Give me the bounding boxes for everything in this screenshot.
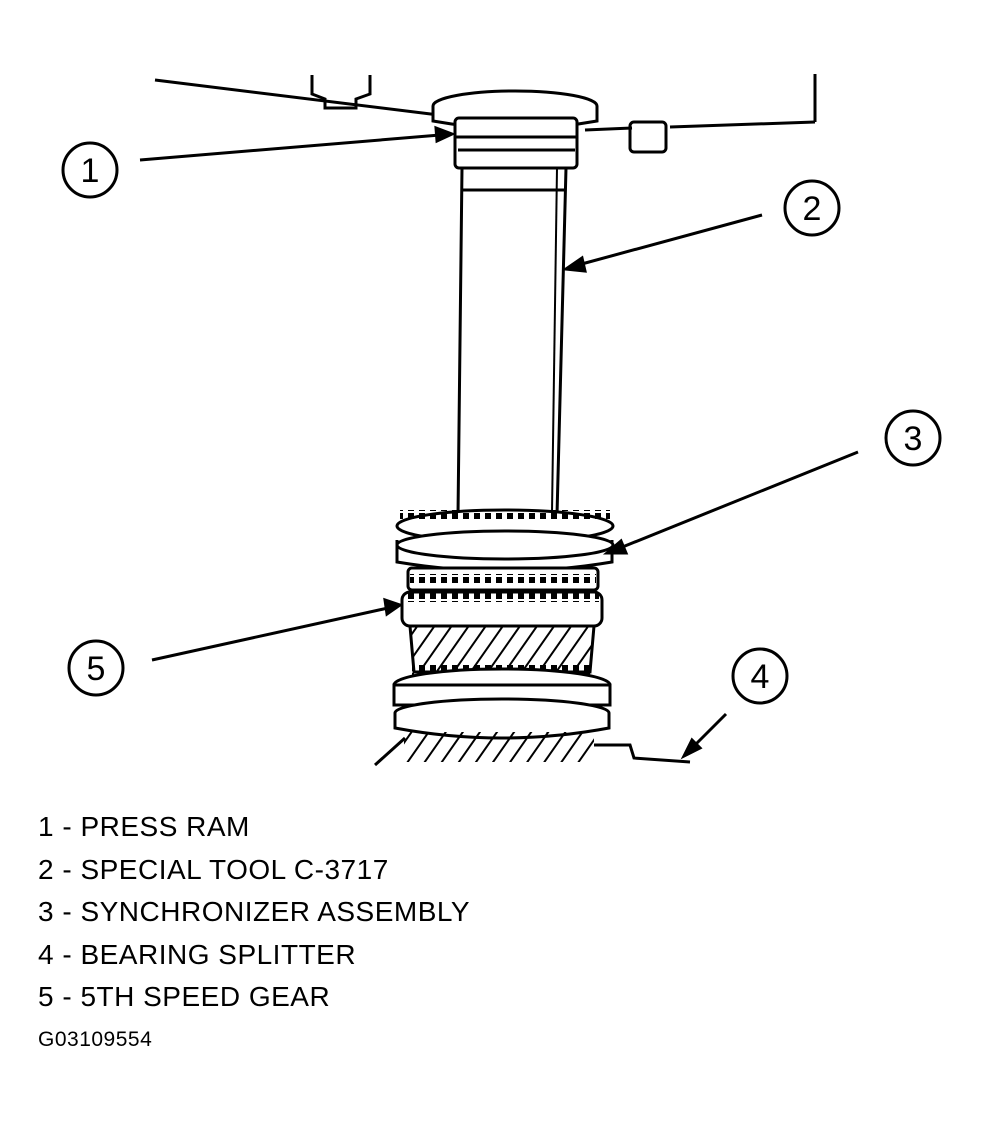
callout-4: 4 [731, 647, 789, 705]
legend-item-synchronizer-assembly: 3 - SYNCHRONIZER ASSEMBLY [38, 896, 471, 927]
fifth-speed-gear [400, 590, 604, 677]
legend-item-special-tool: 2 - SPECIAL TOOL C-3717 [38, 853, 389, 885]
svg-text:4: 4 [751, 658, 770, 696]
callout-3: 3 [884, 409, 942, 467]
bearing-splitter [373, 667, 691, 767]
svg-text:3: 3 [904, 420, 923, 458]
svg-text:5: 5 [87, 650, 106, 688]
parts-legend: 1 - PRESS RAM 2 - SPECIAL TOOL C-3717 3 … [38, 806, 470, 1019]
leader-arrows [139, 125, 859, 760]
callout-1: 1 [61, 141, 119, 199]
press-ram [431, 89, 599, 170]
press-frame [154, 74, 817, 154]
legend-item-bearing-splitter: 4 - BEARING SPLITTER [38, 938, 357, 970]
legend-item-5th-speed-gear: 5 - 5TH SPEED GEAR [38, 981, 331, 1012]
special-tool-tube [456, 166, 568, 517]
synchronizer-assembly [395, 508, 615, 592]
callout-5: 5 [67, 639, 125, 697]
callout-2: 2 [783, 179, 841, 237]
svg-text:1: 1 [81, 152, 100, 190]
press-diagram: 1 2 3 4 5 [61, 74, 942, 767]
figure-id: G03109554 [38, 1028, 153, 1051]
legend-item-press-ram: 1 - PRESS RAM [38, 811, 250, 842]
svg-text:2: 2 [803, 190, 822, 228]
